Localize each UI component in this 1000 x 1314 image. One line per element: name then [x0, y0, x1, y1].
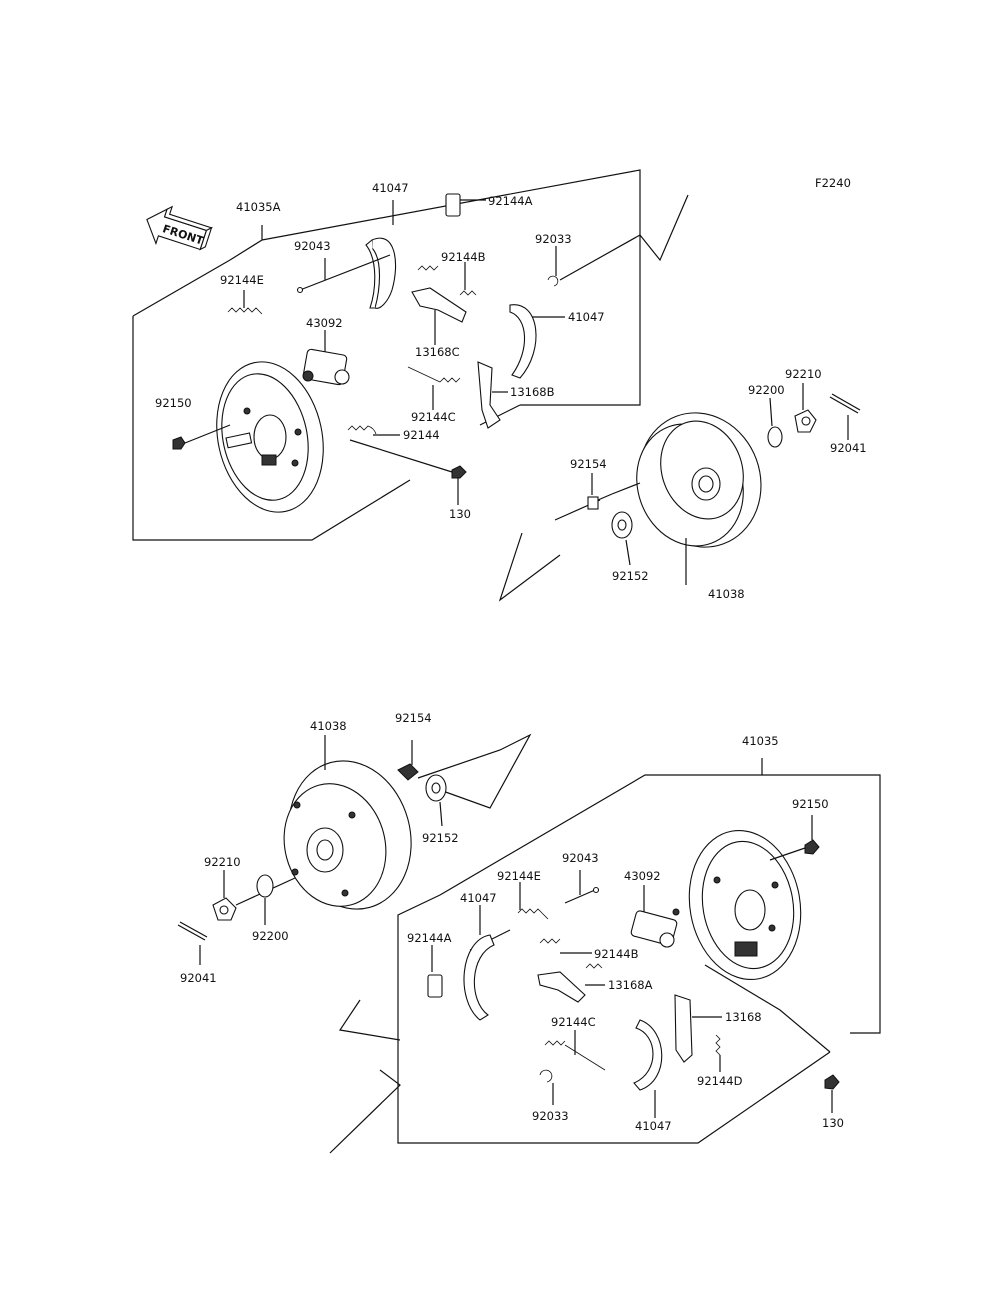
- label-92210-top: 92210: [785, 367, 822, 381]
- label-41047-bottom-a: 41047: [460, 891, 497, 905]
- spring-92144e-top: [227, 290, 263, 315]
- spring-92144b-top: [417, 262, 477, 296]
- brake-drum-top: [636, 412, 762, 585]
- label-43092-top: 43092: [306, 316, 343, 330]
- label-92041-top: 92041: [830, 441, 867, 455]
- label-92200-top: 92200: [748, 383, 785, 397]
- brake-drum-bottom: [283, 735, 412, 910]
- label-92144b-top: 92144B: [441, 250, 486, 264]
- washer-92152-bottom: [425, 774, 447, 827]
- clip-92033-top: [547, 246, 559, 287]
- bolt-92150-bottom: [769, 815, 820, 861]
- label-92144a-top: 92144A: [488, 194, 533, 208]
- label-41035a: 41035A: [236, 200, 281, 214]
- label-41035: 41035: [742, 734, 779, 748]
- wheel-cylinder-top: [302, 330, 350, 386]
- label-13168-bottom: 13168: [725, 1010, 762, 1024]
- spring-92144e-bottom: [517, 882, 549, 920]
- label-92144c-top: 92144C: [411, 410, 456, 424]
- lever-13168a-bottom: [537, 971, 605, 1003]
- label-92144c-bottom: 92144C: [551, 1015, 596, 1029]
- wheel-cylinder-bottom: [630, 885, 680, 948]
- spring-92144d-bottom: [715, 1034, 721, 1072]
- label-92154-bottom: 92154: [395, 711, 432, 725]
- top-labels: 41035A 41047 92144A 92043 92144B 92033 9…: [155, 181, 867, 601]
- label-92033-top: 92033: [535, 232, 572, 246]
- label-92210-bottom: 92210: [204, 855, 241, 869]
- label-92154-top: 92154: [570, 457, 607, 471]
- label-92144a-bottom: 92144A: [407, 931, 452, 945]
- label-13168a-bottom: 13168A: [608, 978, 653, 992]
- label-92152-top: 92152: [612, 569, 649, 583]
- spring-92144c-top: [407, 366, 461, 410]
- label-130-top: 130: [449, 507, 471, 521]
- bolt-130-bottom: [824, 1074, 840, 1113]
- label-92144d-bottom: 92144D: [697, 1074, 743, 1088]
- nut-92210-bottom: [212, 870, 296, 921]
- label-92043-bottom: 92043: [562, 851, 599, 865]
- label-41047-top-a: 41047: [372, 181, 409, 195]
- backing-plate-top: [216, 361, 324, 513]
- clip-92144a-top: [445, 193, 486, 217]
- label-92144e-top: 92144E: [220, 273, 264, 287]
- clip-92033-bottom: [539, 1069, 554, 1105]
- pin-92041-bottom: [177, 921, 208, 965]
- label-92043-top: 92043: [294, 239, 331, 253]
- label-13168b-top: 13168B: [510, 385, 555, 399]
- pin-92043-top: [296, 254, 391, 294]
- brake-shoe-2-top: [509, 304, 565, 379]
- spring-92144-top: [347, 425, 400, 436]
- spring-92144b-bottom: [539, 938, 603, 969]
- lever-13168c-top: [411, 287, 467, 345]
- label-41047-top-b: 41047: [568, 310, 605, 324]
- label-92150-top: 92150: [155, 396, 192, 410]
- bolt-92154-bottom: [397, 740, 419, 781]
- nut-92210-top: [794, 383, 817, 433]
- spring-92144c-bottom: [544, 1030, 606, 1071]
- lever-13168-bottom: [674, 994, 722, 1063]
- label-92144b-bottom: 92144B: [594, 947, 639, 961]
- label-41047-bottom-b: 41047: [635, 1119, 672, 1133]
- clip-92144a-bottom: [427, 945, 443, 998]
- bottom-labels: 41038 92154 41035 92152 92150 92210 9220…: [180, 711, 844, 1133]
- pin-92043-bottom: [564, 870, 600, 904]
- label-130-bottom: 130: [822, 1116, 844, 1130]
- label-41038-bottom: 41038: [310, 719, 347, 733]
- diagram-code: F2240: [815, 176, 851, 190]
- bolt-130-top: [349, 439, 467, 505]
- label-41038-top: 41038: [708, 587, 745, 601]
- bolt-92150-top: [172, 424, 231, 450]
- washer-92200-top: [767, 397, 783, 448]
- label-92152-bottom: 92152: [422, 831, 459, 845]
- label-92033-bottom: 92033: [532, 1109, 569, 1123]
- bolt-92154-top: [587, 473, 641, 510]
- label-92150-bottom: 92150: [792, 797, 829, 811]
- top-assembly: [132, 169, 861, 602]
- label-92200-bottom: 92200: [252, 929, 289, 943]
- lever-13168b-top: [477, 361, 508, 429]
- brake-shoe-2-bottom: [633, 1019, 663, 1118]
- bottom-assembly: [177, 733, 881, 1154]
- label-13168c-top: 13168C: [415, 345, 460, 359]
- backing-plate-bottom: [688, 829, 802, 981]
- label-92144-top: 92144: [403, 428, 440, 442]
- front-arrow-icon: FRONT: [146, 205, 213, 251]
- top-frame: [132, 316, 411, 541]
- label-92041-bottom: 92041: [180, 971, 217, 985]
- label-43092-bottom: 43092: [624, 869, 661, 883]
- brake-shoe-1-bottom: [463, 905, 495, 1021]
- label-92144e-bottom: 92144E: [497, 869, 541, 883]
- pin-92041-top: [829, 393, 861, 440]
- washer-92152-top: [611, 511, 633, 566]
- washer-92200-bottom: [256, 874, 274, 925]
